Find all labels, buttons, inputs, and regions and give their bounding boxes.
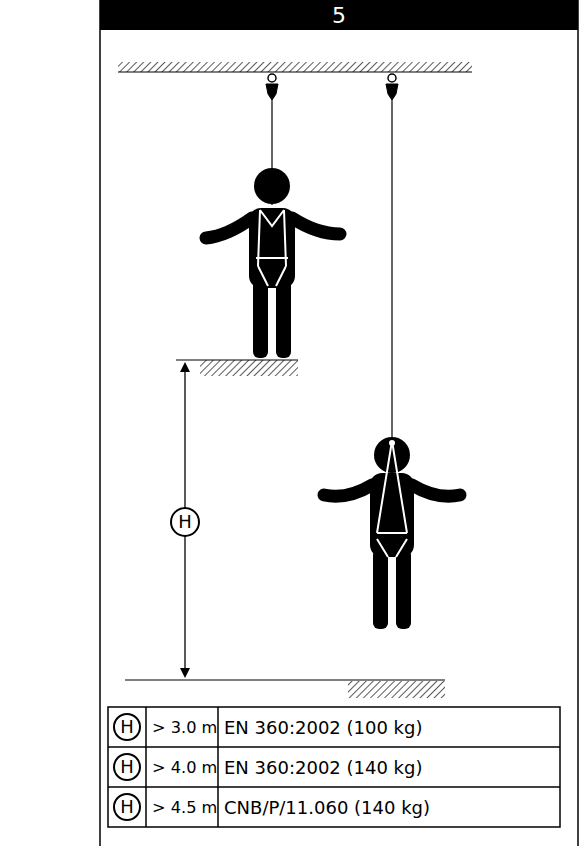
table-cell: EN 360:2002 (140 kg) (218, 747, 422, 787)
height-symbol: H (170, 507, 200, 537)
table-cell: > 3.0 m (146, 707, 217, 747)
title-bar: 5 (100, 0, 578, 30)
table-cell: CNB/P/11.060 (140 kg) (218, 787, 430, 827)
table-cell: EN 360:2002 (100 kg) (218, 707, 422, 747)
table-cell: > 4.0 m (146, 747, 217, 787)
height-symbol: H (113, 753, 141, 781)
table-cell: > 4.5 m (146, 787, 217, 827)
figure-number: 5 (332, 3, 346, 28)
height-symbol: H (113, 713, 141, 741)
height-symbol: H (113, 793, 141, 821)
